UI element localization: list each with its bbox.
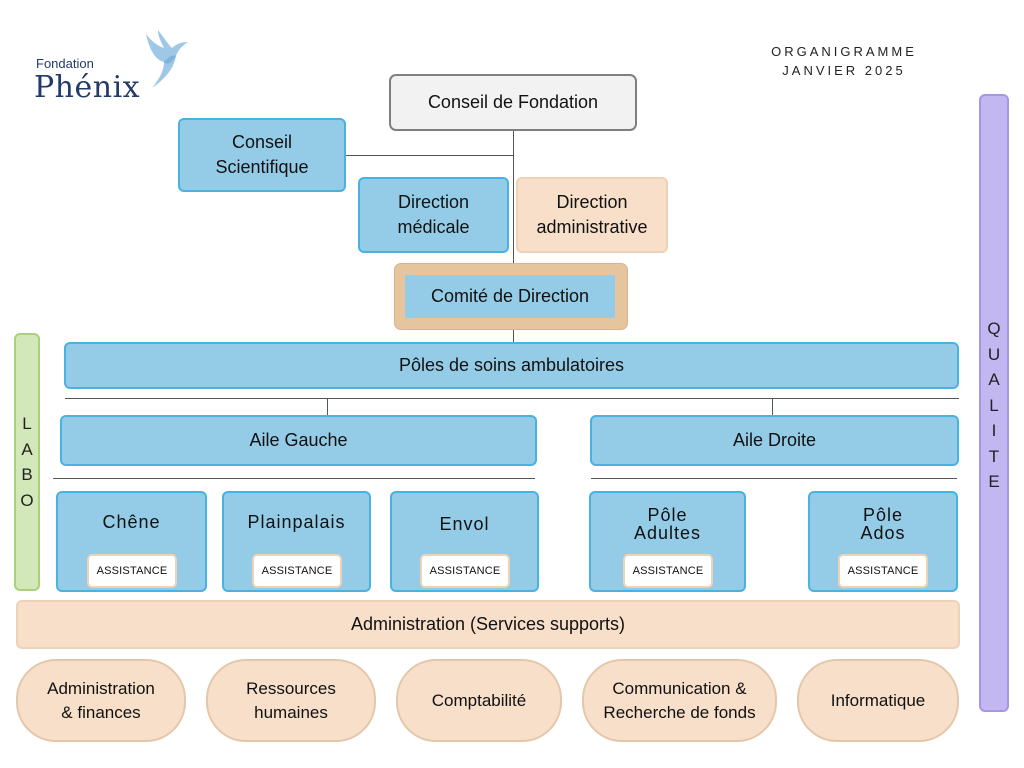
- labo-letter: B: [21, 465, 33, 484]
- connector-line: [772, 398, 773, 415]
- labo-letter: O: [20, 490, 34, 510]
- aile-gauche-label: Aile Gauche: [249, 430, 348, 450]
- conseil-fondation-box: Conseil de Fondation: [389, 74, 637, 131]
- comite-direction-box: Comité de Direction: [405, 275, 615, 318]
- service-comptabilite: Comptabilité: [396, 659, 562, 742]
- direction-administrative-line-1: Direction: [556, 192, 628, 212]
- qualite-letter: A: [988, 370, 1000, 389]
- service-label-line-2: & finances: [61, 702, 141, 722]
- aile-droite-box: Aile Droite: [590, 415, 959, 466]
- unit-label-line-1: Pôle: [862, 505, 904, 525]
- assistance-badge: ASSISTANCE: [838, 554, 928, 588]
- unit-label: Envol: [439, 514, 490, 534]
- unit-chene: Chêne ASSISTANCE: [56, 491, 207, 592]
- poles-soins-box: Pôles de soins ambulatoires: [64, 342, 959, 389]
- unit-plainpalais: Plainpalais ASSISTANCE: [222, 491, 371, 592]
- unit-label: Plainpalais: [247, 512, 346, 532]
- conseil-scientifique-line-2: Scientifique: [215, 157, 309, 177]
- unit-label-line-1: Pôle: [647, 505, 688, 525]
- phoenix-bird-icon: [146, 30, 188, 88]
- direction-medicale-line-1: Direction: [397, 192, 470, 212]
- assistance-badge: ASSISTANCE: [252, 554, 342, 588]
- service-label-line-2: Recherche de fonds: [603, 702, 756, 722]
- title-line-1: ORGANIGRAMME: [771, 44, 917, 59]
- conseil-fondation-label: Conseil de Fondation: [427, 92, 599, 112]
- labo-letter: L: [22, 414, 32, 433]
- unit-label-line-2: Adultes: [633, 523, 702, 543]
- logo-small-text: Fondation: [36, 56, 94, 71]
- direction-medicale-line-2: médicale: [397, 217, 470, 237]
- unit-label: Chêne: [102, 512, 161, 532]
- direction-administrative-box: Direction administrative: [516, 177, 668, 253]
- poles-soins-label: Pôles de soins ambulatoires: [398, 355, 625, 375]
- administration-label: Administration (Services supports): [350, 614, 626, 634]
- connector-line: [53, 478, 535, 479]
- labo-letter: A: [21, 439, 33, 459]
- assistance-badge: ASSISTANCE: [623, 554, 713, 588]
- conseil-scientifique-line-1: Conseil: [231, 132, 293, 152]
- direction-administrative-line-2: administrative: [536, 217, 648, 237]
- connector-line: [65, 398, 959, 399]
- service-label-line-1: Ressources: [246, 678, 336, 698]
- service-label: Comptabilité: [431, 690, 527, 710]
- logo: Fondation Phénix: [30, 28, 195, 108]
- qualite-letter: E: [988, 472, 1000, 491]
- service-administration-finances: Administration & finances: [16, 659, 186, 742]
- assistance-badge: ASSISTANCE: [87, 554, 177, 588]
- comite-direction-label: Comité de Direction: [430, 286, 590, 306]
- conseil-scientifique-box: Conseil Scientifique: [178, 118, 346, 192]
- connector-line: [345, 155, 513, 156]
- connector-line: [591, 478, 957, 479]
- aile-droite-label: Aile Droite: [732, 430, 817, 450]
- connector-line: [327, 398, 328, 415]
- qualite-letter: I: [991, 421, 997, 440]
- qualite-letter: L: [989, 395, 999, 415]
- connector-line: [513, 130, 514, 342]
- administration-box: Administration (Services supports): [16, 600, 960, 649]
- service-label-line-2: humaines: [254, 702, 328, 722]
- unit-label-line-2: Ados: [860, 523, 906, 543]
- unit-pole-ados: Pôle Ados ASSISTANCE: [808, 491, 958, 592]
- assistance-badge: ASSISTANCE: [420, 554, 510, 588]
- service-label: Informatique: [830, 690, 926, 710]
- qualite-letter: T: [988, 446, 1000, 466]
- aile-gauche-box: Aile Gauche: [60, 415, 537, 466]
- qualite-letter: Q: [987, 319, 1001, 338]
- labo-sidebar: L A B O: [14, 333, 40, 591]
- title-line-2: JANVIER 2025: [782, 63, 906, 78]
- page-title: ORGANIGRAMME JANVIER 2025: [744, 42, 944, 80]
- service-communication: Communication & Recherche de fonds: [582, 659, 777, 742]
- unit-pole-adultes: Pôle Adultes ASSISTANCE: [589, 491, 746, 592]
- qualite-sidebar: Q U A L I T E: [979, 94, 1009, 712]
- service-label-line-1: Administration: [47, 678, 155, 698]
- service-label-line-1: Communication &: [612, 678, 747, 698]
- qualite-letter: U: [987, 344, 1001, 364]
- logo-name: Phénix: [34, 70, 141, 105]
- service-informatique: Informatique: [797, 659, 959, 742]
- service-ressources-humaines: Ressources humaines: [206, 659, 376, 742]
- unit-envol: Envol ASSISTANCE: [390, 491, 539, 592]
- direction-medicale-box: Direction médicale: [358, 177, 509, 253]
